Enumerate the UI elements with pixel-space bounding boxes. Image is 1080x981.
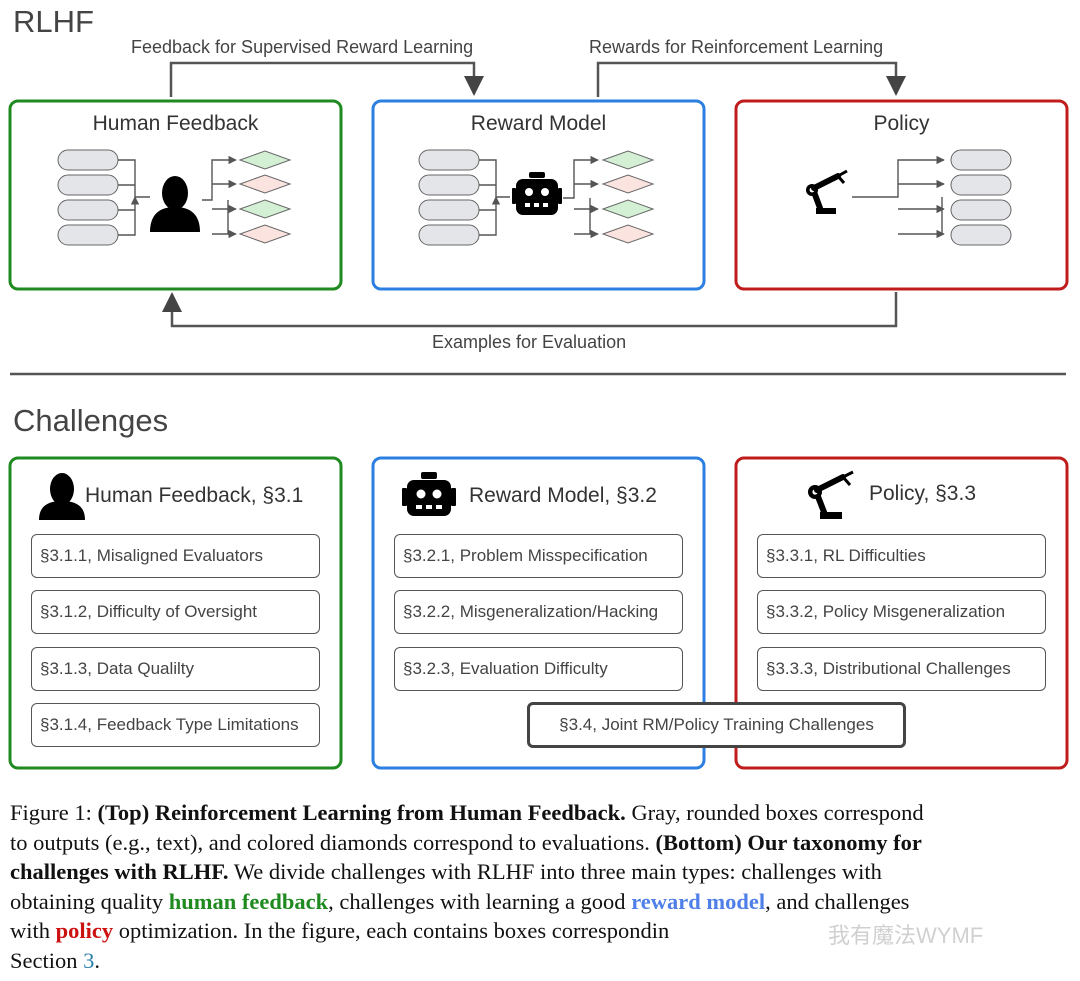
human-feedback-heading: Human Feedback, §3.1: [85, 484, 304, 507]
watermark: 我有魔法WYMF: [828, 923, 984, 948]
figure-caption: Figure 1: (Top) Reinforcement Learning f…: [10, 798, 1072, 976]
challenge-item: §3.1.2, Difficulty of Oversight: [31, 590, 320, 634]
rewards-label: Rewards for Reinforcement Learning: [589, 37, 884, 57]
policy-heading: Policy, §3.3: [869, 482, 976, 505]
robot-icon: [512, 172, 562, 215]
policy-term: policy: [55, 918, 114, 944]
evaluation-arrow: [162, 292, 898, 328]
human-feedback-term: human feedback: [168, 888, 329, 914]
robot-arm-icon: [806, 169, 848, 214]
caption-text: Gray, rounded boxes correspond: [625, 800, 924, 825]
reward-model-evaluations: [563, 150, 655, 244]
joint-challenge-box: §3.4, Joint RM/Policy Training Challenge…: [527, 702, 906, 748]
challenge-item: §3.1.3, Data Qualilty: [31, 647, 320, 691]
challenge-item: §3.1.4, Feedback Type Limitations: [31, 703, 320, 747]
human-feedback-evaluations: [202, 150, 292, 244]
caption-text: optimization. In the figure, each contai…: [113, 918, 670, 944]
challenge-item: §3.2.2, Misgeneralization/Hacking: [394, 590, 683, 634]
rewards-arrow: [596, 61, 906, 97]
caption-bold: challenges with RLHF.: [10, 859, 229, 885]
challenge-item: §3.3.3, Distributional Challenges: [757, 647, 1046, 691]
caption-text: Section: [10, 947, 84, 973]
supervised-feedback-label: Feedback for Supervised Reward Learning: [131, 37, 474, 57]
challenge-item: §3.1.1, Misaligned Evaluators: [31, 534, 320, 578]
person-silhouette-icon: [39, 473, 85, 520]
supervised-feedback-arrow: [169, 61, 484, 97]
caption-text: .: [94, 947, 100, 973]
robot-icon: [402, 472, 456, 516]
caption-text: obtaining quality: [10, 888, 169, 914]
challenge-item: §3.2.1, Problem Misspecification: [394, 534, 683, 578]
person-silhouette-icon: [150, 176, 200, 232]
caption-bold: (Top) Reinforcement Learning from Human …: [97, 800, 626, 825]
policy-outputs: [852, 149, 1012, 246]
challenge-item: §3.3.2, Policy Misgeneralization: [757, 590, 1046, 634]
section-link[interactable]: 3: [83, 947, 95, 973]
reward-model-heading: Reward Model, §3.2: [469, 484, 657, 507]
robot-arm-icon: [808, 470, 854, 519]
caption-text: to outputs (e.g., text), and colored dia…: [10, 829, 656, 855]
caption-text: , challenges with learning a good: [328, 888, 632, 914]
caption-bold: (Bottom) Our taxonomy for: [655, 829, 922, 855]
evaluation-label: Examples for Evaluation: [432, 332, 627, 352]
challenge-item: §3.2.3, Evaluation Difficulty: [394, 647, 683, 691]
caption-text: We divide challenges with RLHF into thre…: [228, 859, 882, 885]
rlhf-title: RLHF: [13, 4, 94, 39]
reward-model-outputs: [418, 149, 510, 246]
challenge-item: §3.3.1, RL Difficulties: [757, 534, 1046, 578]
caption-text: , and challenges: [765, 888, 910, 914]
caption-text: with: [10, 918, 56, 944]
policy-title: Policy: [873, 112, 930, 135]
caption-text: Figure 1:: [10, 800, 98, 825]
human-feedback-title: Human Feedback: [92, 112, 259, 135]
human-feedback-outputs: [57, 149, 150, 246]
reward-model-term: reward model: [631, 888, 766, 914]
challenges-title: Challenges: [13, 403, 169, 438]
reward-model-title: Reward Model: [470, 112, 607, 135]
